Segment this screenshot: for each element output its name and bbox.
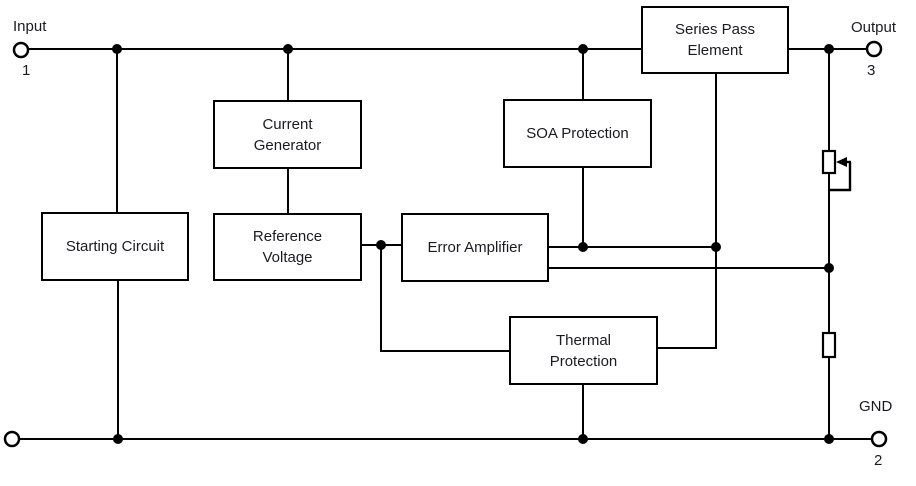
block-soa-protection: SOA Protection bbox=[503, 99, 652, 168]
junction-dot bbox=[578, 434, 588, 444]
block-current-generator: Current Generator bbox=[213, 100, 362, 169]
junction-dot bbox=[283, 44, 293, 54]
potentiometer-symbol bbox=[821, 149, 837, 175]
junction-dot bbox=[824, 434, 834, 444]
resistor-symbol bbox=[821, 331, 837, 359]
block-reference-voltage: Reference Voltage bbox=[213, 213, 362, 281]
junction-dot bbox=[376, 240, 386, 250]
ground-terminal bbox=[870, 430, 888, 448]
input-pin-number: 1 bbox=[22, 62, 31, 79]
bottom-left-terminal bbox=[3, 430, 21, 448]
output-pin-number: 3 bbox=[867, 62, 876, 79]
block-starting-circuit: Starting Circuit bbox=[41, 212, 189, 281]
ground-terminal-label: GND bbox=[859, 398, 893, 415]
junction-dot bbox=[824, 44, 834, 54]
output-terminal bbox=[865, 40, 883, 58]
junction-dot bbox=[112, 44, 122, 54]
junction-dot bbox=[824, 263, 834, 273]
junction-dot bbox=[578, 242, 588, 252]
junction-dot bbox=[578, 44, 588, 54]
block-error-amplifier: Error Amplifier bbox=[401, 213, 549, 282]
block-thermal-protection: Thermal Protection bbox=[509, 316, 658, 385]
output-terminal-label: Output bbox=[851, 19, 897, 36]
junction-dot bbox=[113, 434, 123, 444]
ground-pin-number: 2 bbox=[874, 452, 883, 469]
input-terminal-label: Input bbox=[13, 18, 47, 35]
block-series-pass-element: Series Pass Element bbox=[641, 6, 789, 74]
junction-dot bbox=[711, 242, 721, 252]
input-terminal bbox=[12, 41, 30, 59]
wiper-arrow-icon bbox=[836, 157, 847, 167]
